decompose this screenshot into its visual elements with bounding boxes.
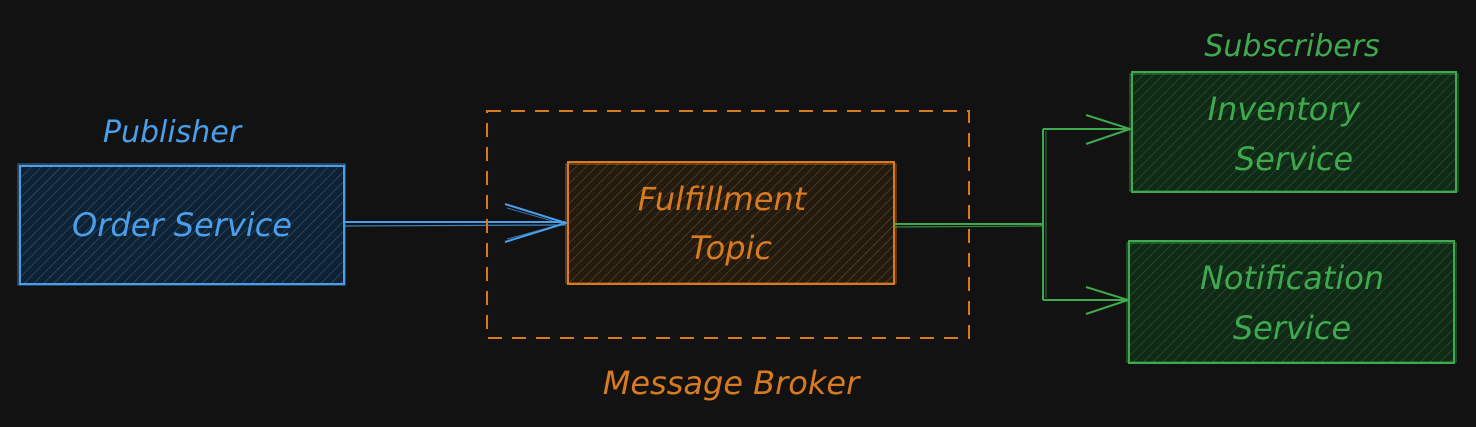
- message-broker-group: Fulfillment Topic Message Broker: [486, 110, 970, 402]
- order-service-label: Order Service: [72, 206, 292, 244]
- fanout-connector: [893, 114, 1134, 315]
- fulfillment-topic-box[interactable]: Fulfillment Topic: [565, 161, 897, 285]
- subscribers-label: Subscribers: [1204, 29, 1379, 64]
- inventory-label-line1: Inventory: [1208, 90, 1362, 128]
- publisher-group: Publisher Order Service: [17, 115, 346, 286]
- notification-service-box[interactable]: Notification Service: [1126, 240, 1457, 364]
- topic-label-line2: Topic: [690, 229, 772, 267]
- inventory-service-box[interactable]: Inventory Service: [1129, 71, 1459, 193]
- publisher-label: Publisher: [103, 115, 243, 150]
- message-broker-label: Message Broker: [603, 364, 861, 402]
- notification-label-line1: Notification: [1200, 259, 1384, 297]
- inventory-label-line2: Service: [1235, 140, 1353, 178]
- topic-label-line1: Fulfillment: [638, 180, 808, 218]
- notification-label-line2: Service: [1233, 309, 1351, 347]
- order-service-box[interactable]: Order Service: [17, 163, 346, 286]
- broker-boundary: [486, 110, 970, 339]
- subscribers-group: Subscribers Inventory Service Notificati…: [1126, 29, 1459, 364]
- publish-arrow: [344, 203, 570, 243]
